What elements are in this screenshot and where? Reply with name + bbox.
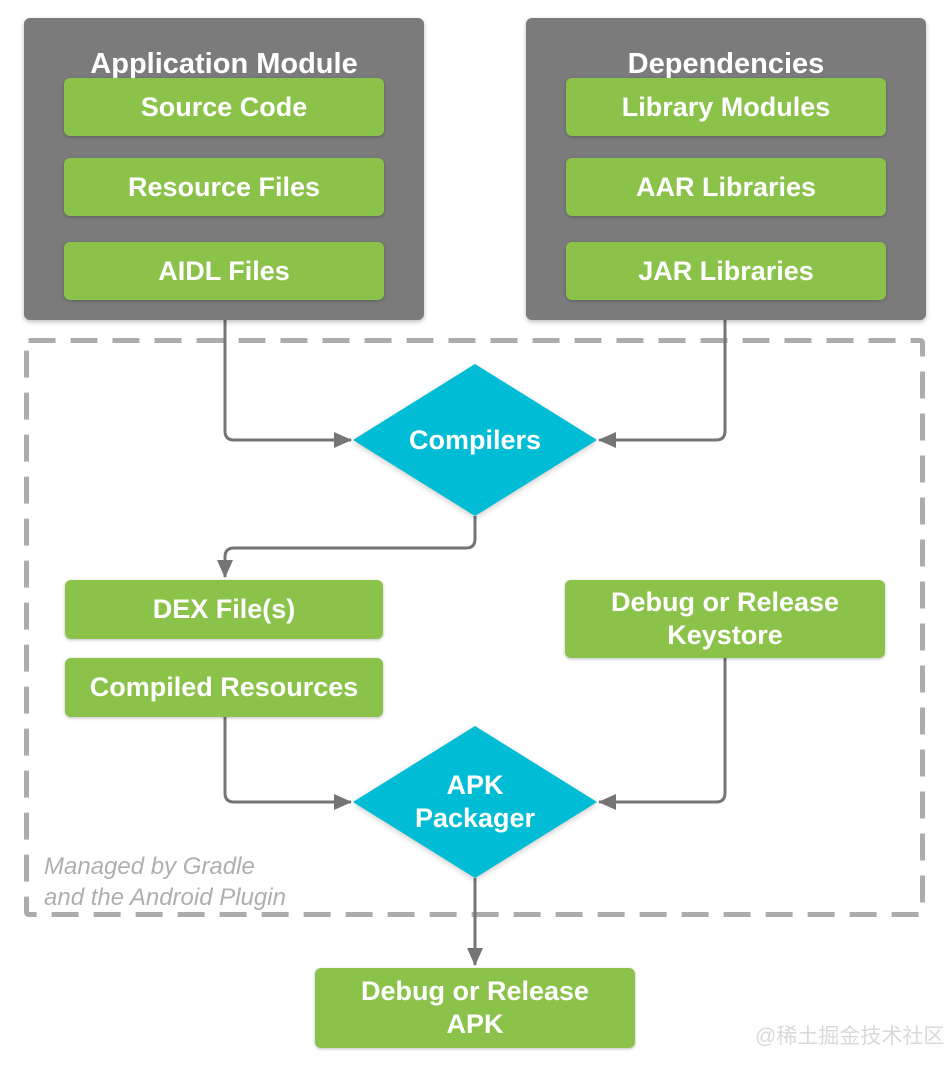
gradle-managed-note-line1: Managed by Gradle [44,853,255,880]
node-label: Source Code [140,91,308,122]
community-watermark: @稀土掘金技术社区 [755,1025,945,1048]
node-label-line2: Keystore [667,620,783,650]
node-label: Resource Files [127,171,321,202]
node-label-line1: Debug or Release [610,587,840,617]
node-label-line2: Packager [414,803,536,833]
node-resource-files: Resource Files [64,158,384,216]
node-dex-files: DEX File(s) [65,580,383,639]
node-label: Library Modules [621,91,831,122]
arrow-compilers-to-dex [217,516,477,578]
node-label: Compiled Resources [89,672,359,702]
node-debug-or-release-apk: Debug or Release APK [315,968,635,1048]
node-aar-libraries: AAR Libraries [566,158,886,216]
node-jar-libraries: JAR Libraries [566,242,886,300]
application-module-title: Application Module [90,48,358,80]
node-compilers: Compilers [353,364,597,516]
arrow-keystore-to-packager [598,657,727,810]
node-label-line1: APK [446,770,504,800]
gradle-managed-note: Managed by Gradle and the Android Plugin [44,851,286,913]
node-debug-or-release-keystore: Debug or Release Keystore [565,580,885,658]
arrow-dependencies-to-compilers [598,320,727,448]
node-label: Compilers [408,424,542,455]
node-compiled-resources: Compiled Resources [65,658,383,717]
node-label: DEX File(s) [152,594,296,624]
node-label: JAR Libraries [638,255,814,286]
node-label: AAR Libraries [635,171,817,202]
node-apk-packager: APK Packager [353,726,597,878]
node-aidl-files: AIDL Files [64,242,384,300]
node-label: AIDL Files [158,255,290,286]
apk-packager-diamond-shape: APK Packager [353,726,597,878]
node-source-code: Source Code [64,78,384,136]
node-label-line2: APK [446,1009,504,1039]
node-label-line1: Debug or Release [360,976,590,1006]
arrow-app-module-to-compilers [223,320,352,448]
application-module-group: Application Module Source Code Resource … [24,18,424,320]
node-library-modules: Library Modules [566,78,886,136]
arrow-compiled-resources-to-packager [223,717,352,810]
compilers-diamond-shape: Compilers [353,364,597,516]
gradle-managed-note-line2: and the Android Plugin [44,884,286,911]
dependencies-title: Dependencies [627,48,825,80]
dependencies-group: Dependencies Library Modules AAR Librari… [526,18,926,320]
